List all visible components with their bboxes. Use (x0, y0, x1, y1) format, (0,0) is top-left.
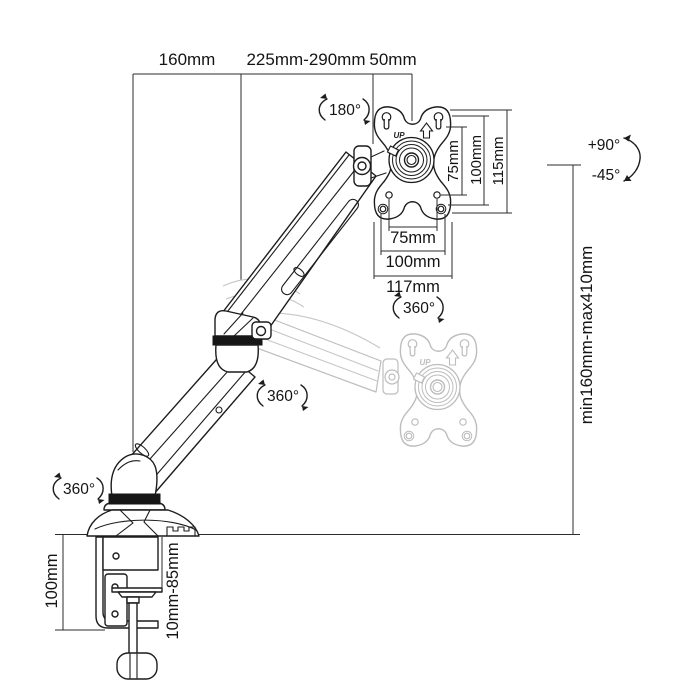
top-dimension-group: 160mm 225mm-290mm 50mm (132, 50, 417, 452)
vesa-dim-label-75h: 75mm (390, 229, 436, 247)
dim-label-clamp-height: 100mm (43, 553, 61, 608)
tilt-arrow-icon (623, 134, 641, 182)
rot-label-base: 360° (63, 481, 95, 498)
cable-clip-notch (166, 526, 196, 537)
tilt-annotation-group: +90° -45° (588, 134, 641, 184)
dim-label-height-range: min160mm-max410mm (577, 246, 596, 425)
solid-vesa-plate (373, 106, 452, 220)
dim-label-top-right: 50mm (369, 50, 416, 69)
monitor-arm (86, 106, 452, 680)
vesa-horizontal-dimension-group: 75mm 100mm 117mm (373, 199, 453, 296)
vesa-vertical-dimension-group: 75mm 100mm 115mm (441, 109, 512, 214)
dim-label-top-mid: 225mm-290mm (246, 50, 365, 69)
vesa-dim-label-117h: 117mm (386, 278, 440, 296)
plate-rotation-annotation: 360° (392, 290, 446, 324)
clamp-base (86, 509, 200, 537)
vesa-dim-label-100v: 100mm (468, 135, 485, 185)
dim-label-desk-thickness: 10mm-85mm (164, 542, 182, 639)
vesa-dim-label-75v: 75mm (445, 140, 462, 182)
desk-thickness-dimension-group: 10mm-85mm (161, 537, 182, 640)
base-riser (103, 453, 166, 511)
height-range-dimension-group: min160mm-max410mm (547, 164, 596, 534)
clamp-pad (111, 587, 163, 593)
base-rotation-annotation: 360° (52, 471, 106, 505)
clamp-screw-rod (128, 602, 138, 656)
elbow-rotation-annotation: 360° (256, 378, 310, 412)
desk-clamp (95, 536, 163, 680)
ghost-vesa-plate (399, 333, 478, 447)
dim-label-top-left: 160mm (159, 50, 216, 69)
riser-band (108, 493, 161, 505)
rot-label-plate-rotation: 360° (403, 300, 435, 317)
tilt-label-down: -45° (592, 167, 621, 184)
vesa-dim-label-100h: 100mm (385, 253, 440, 271)
vesa-hinge-joint (352, 145, 387, 187)
plate-swivel-annotation: 180° (318, 92, 372, 126)
elbow-joint (212, 309, 272, 373)
rot-label-plate-swivel: 180° (329, 102, 361, 119)
tilt-label-up: +90° (588, 137, 621, 154)
vesa-dim-label-115v: 115mm (490, 137, 507, 186)
clamp-height-dimension-group: 100mm (43, 534, 105, 631)
rot-label-elbow: 360° (267, 388, 299, 405)
